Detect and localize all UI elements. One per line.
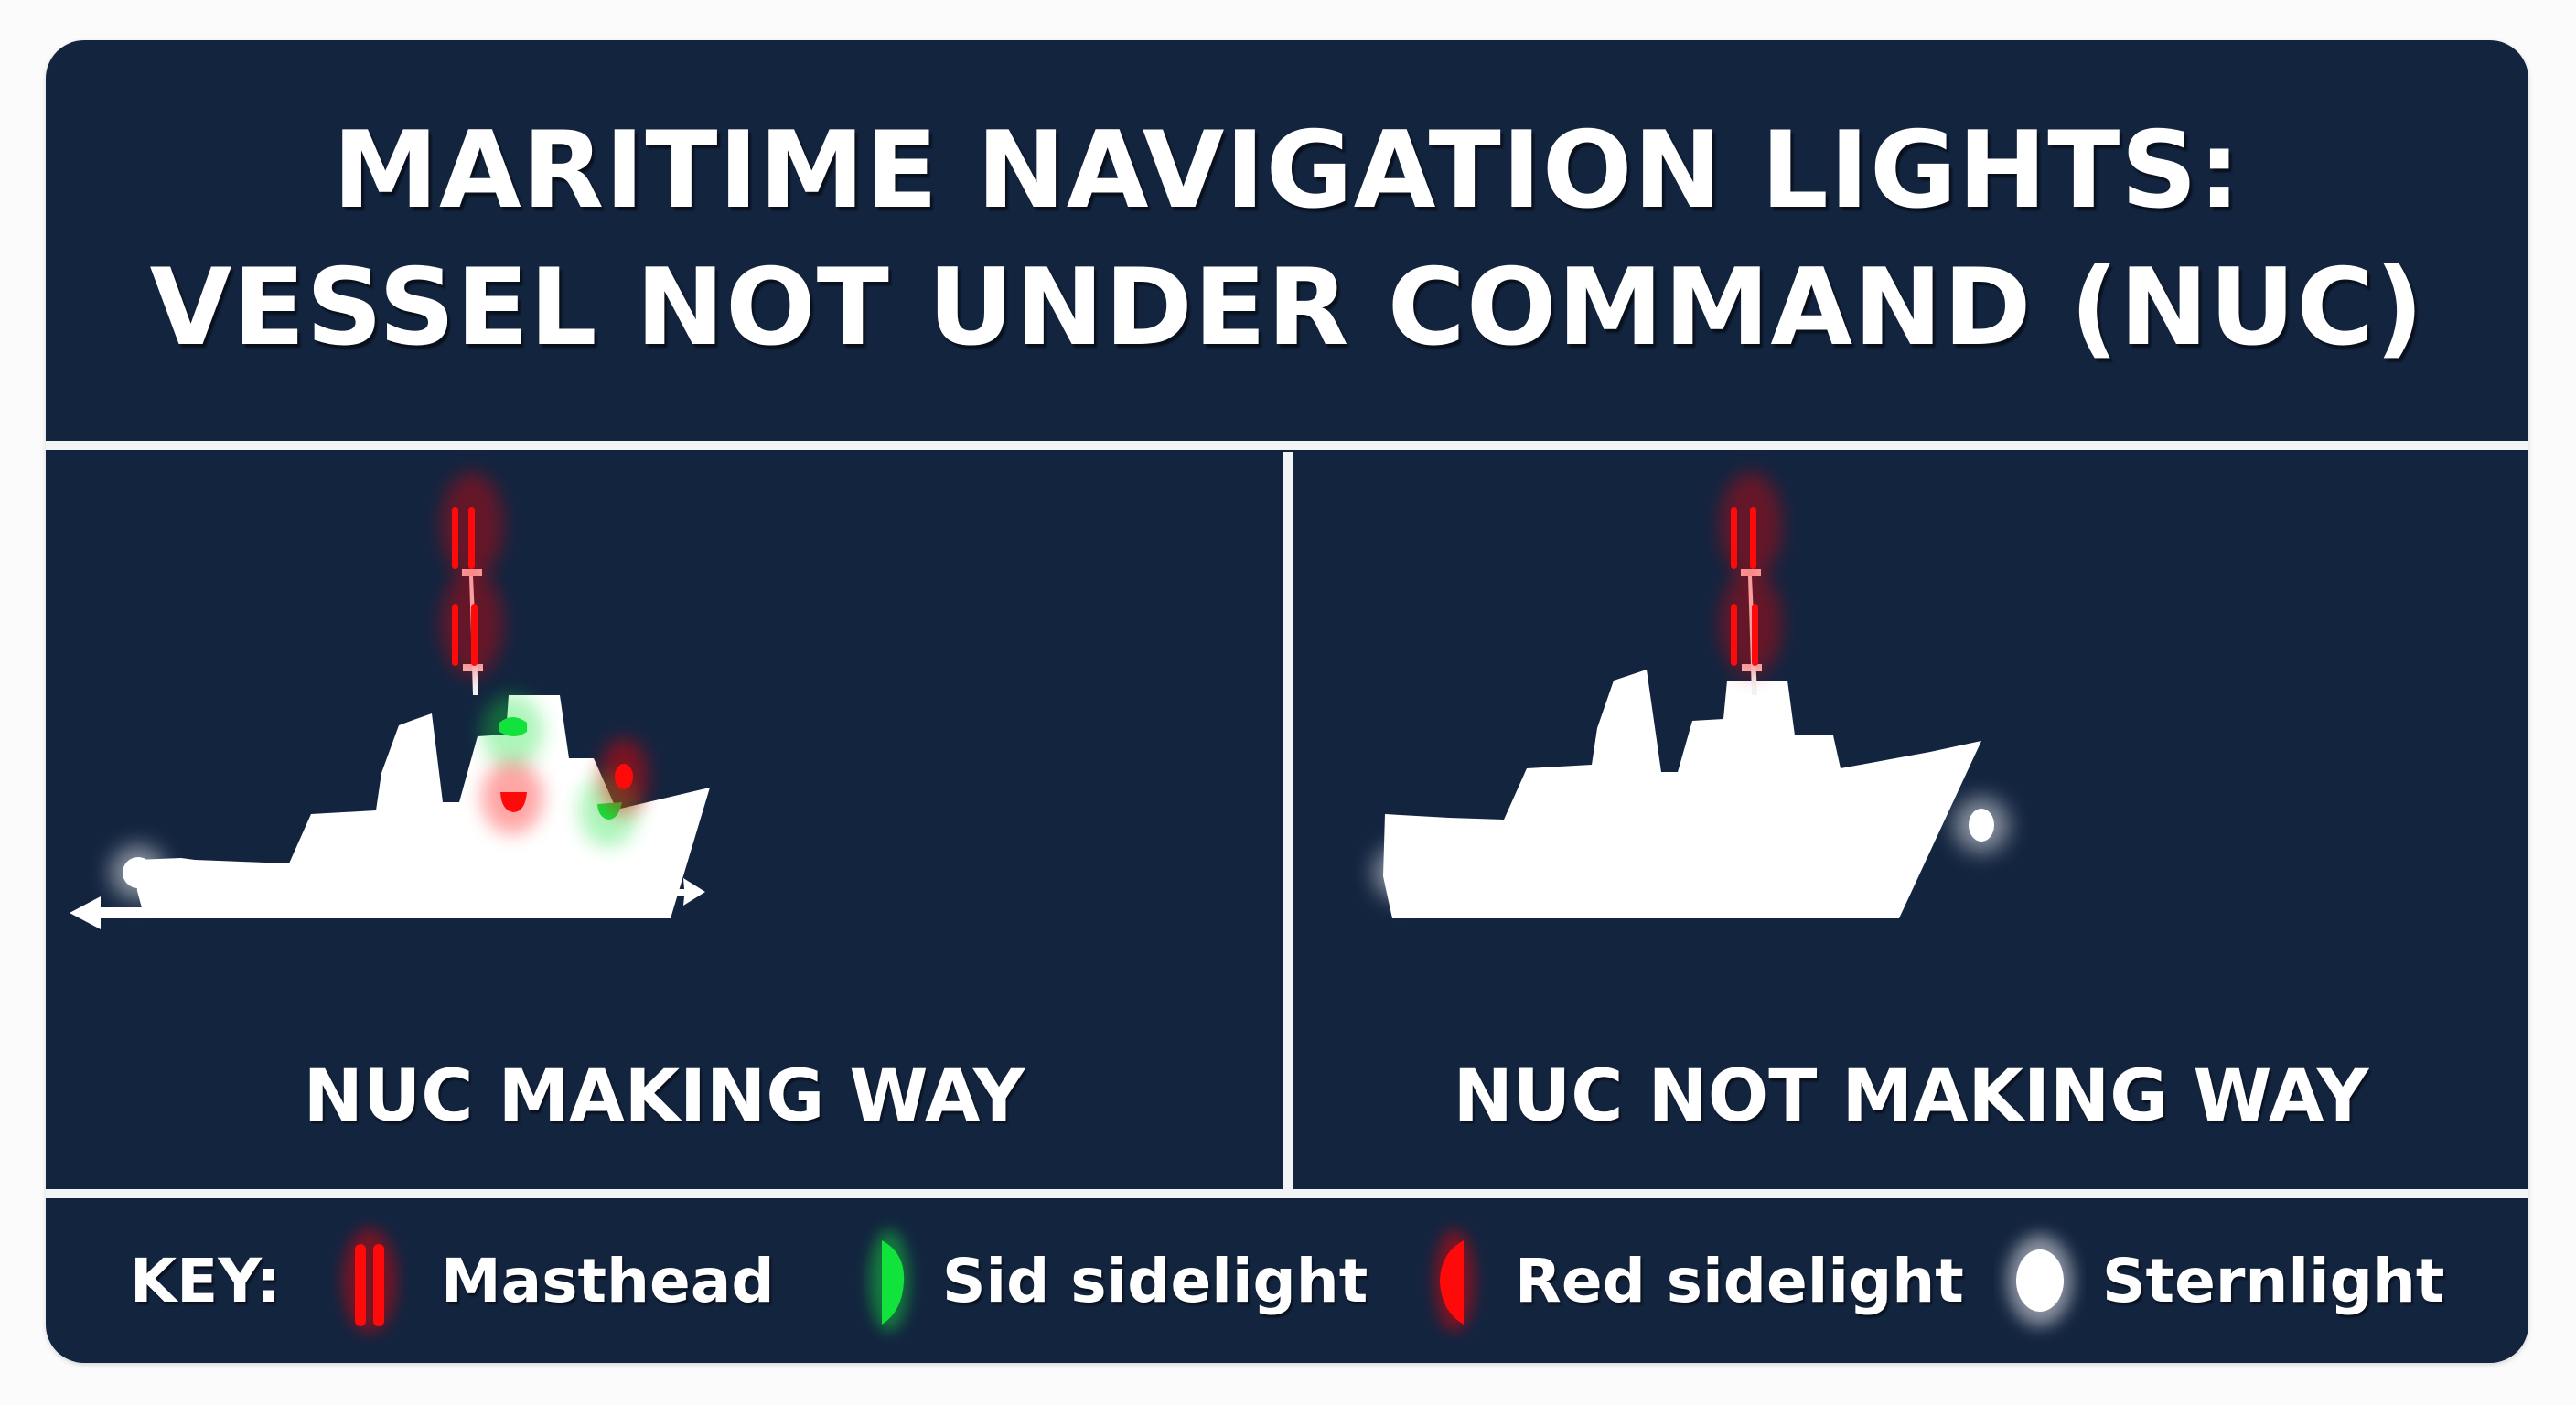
arrow-right-icon: [637, 878, 705, 906]
masthead-light-upper: [1720, 472, 1782, 578]
sternlight-white: [1374, 845, 1429, 900]
masthead-icon: [342, 1228, 397, 1334]
masthead-light-upper: [441, 472, 503, 578]
ship-silhouette: [1383, 670, 1981, 918]
key-divider: [46, 1189, 2528, 1198]
panel-label-not-making-way: NUC NOT MAKING WAY: [1453, 1056, 2369, 1138]
panel-making-way: NUC MAKING WAY: [46, 452, 1283, 1189]
legend-item-sternlight: Sternlight: [1994, 1198, 2444, 1363]
red-sidelight: [481, 761, 543, 834]
legend-label-masthead: Masthead: [441, 1245, 775, 1316]
masthead-light-lower: [1720, 571, 1782, 677]
bow-red-light: [600, 738, 648, 815]
header: MARITIME NAVIGATION LIGHTS: VESSEL NOT U…: [46, 40, 2528, 439]
title-line-1: MARITIME NAVIGATION LIGHTS:: [332, 109, 2242, 232]
legend: KEY: Masthead Sid sidelight: [46, 1198, 2528, 1363]
masthead-light-lower: [441, 571, 503, 677]
legend-title: KEY:: [130, 1198, 281, 1363]
ship-making-way-illustration: [70, 472, 710, 929]
panel-label-making-way: NUC MAKING WAY: [303, 1056, 1025, 1138]
legend-title-text: KEY:: [130, 1245, 281, 1316]
legend-label-sternlight: Sternlight: [2102, 1245, 2445, 1316]
sternlight: [111, 845, 166, 900]
ship-not-making-way-illustration: [1374, 472, 2009, 918]
arrow-left-icon: [70, 896, 170, 929]
legend-item-red-sidelight: Red sidelight: [1416, 1198, 1964, 1363]
nuc-lights-diagram: MARITIME NAVIGATION LIGHTS: VESSEL NOT U…: [46, 40, 2528, 1363]
panel-not-making-way: NUC NOT MAKING WAY: [1293, 452, 2528, 1189]
green-sidelight: [481, 694, 543, 767]
legend-item-green-sidelight: Sid sidelight: [851, 1198, 1368, 1363]
legend-label-green-sidelight: Sid sidelight: [942, 1245, 1368, 1316]
legend-label-red-sidelight: Red sidelight: [1515, 1245, 1964, 1316]
green-sidelight-icon: [869, 1229, 909, 1332]
header-divider: [46, 441, 2528, 450]
bow-white-light: [1954, 798, 2009, 853]
sternlight-icon: [2007, 1235, 2073, 1326]
ship-silhouette: [135, 695, 710, 918]
panel-divider: [1283, 452, 1293, 1189]
title-line-2: VESSEL NOT UNDER COMMAND (NUC): [149, 246, 2425, 370]
legend-item-masthead: Masthead: [320, 1198, 775, 1363]
red-sidelight-icon: [1434, 1229, 1475, 1332]
